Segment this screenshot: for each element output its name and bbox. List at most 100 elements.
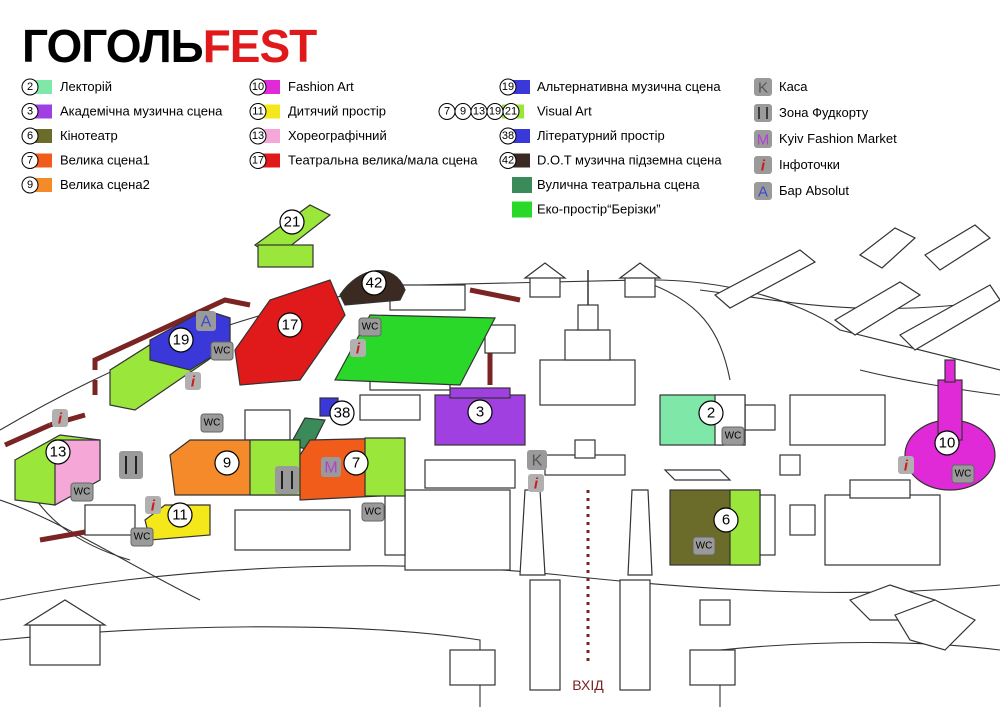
map-marker-38[interactable]: 38	[329, 400, 355, 426]
service-marker-A: A	[196, 311, 216, 331]
svg-text:WC: WC	[696, 541, 713, 552]
legend-item-2-circle	[21, 78, 39, 96]
legend-item-19-label: Альтернативна музична сцена	[537, 79, 721, 94]
legend-service-3-symbol: i	[761, 158, 766, 175]
legend-item-6-label: Кінотеатр	[60, 128, 118, 143]
map-marker-11[interactable]: 11	[167, 502, 193, 528]
info-point-icon: i	[52, 409, 68, 428]
legend-item-7-circle	[21, 152, 39, 169]
legend-item-9-circle	[21, 176, 39, 194]
legend-service-0-label: Каса	[779, 79, 808, 94]
wc-marker: WC	[721, 426, 745, 446]
info-point-icon: i	[185, 372, 201, 391]
background-buildings	[22, 224, 1000, 691]
legend-service-1-label: Зона Фудкорту	[779, 105, 869, 120]
map-marker-label: 19	[173, 332, 190, 349]
legend-item-17-number: 17	[252, 155, 264, 167]
svg-text:K: K	[532, 453, 543, 470]
service-marker-M: M	[321, 457, 341, 477]
legend-item-visual-9-number: 9	[460, 106, 466, 118]
legend-item-11-circle	[249, 103, 267, 120]
legend-item-38-label: Літературний простір	[537, 128, 665, 143]
legend-item-42-circle	[499, 152, 517, 169]
service-marker-K: K	[527, 450, 547, 470]
svg-text:A: A	[201, 314, 212, 331]
fork-knife-icon	[119, 451, 143, 479]
legend-service-4-label: Бар Absolut	[779, 183, 849, 198]
map-marker-label: 38	[334, 405, 351, 422]
legend-item-7-number: 7	[27, 155, 33, 167]
map-marker-17[interactable]: 17	[277, 312, 303, 338]
legend-item-street-label: Вулична театральна сцена	[537, 177, 700, 192]
legend-item-9-label: Велика сцена2	[60, 177, 150, 192]
map-marker-label: 13	[50, 444, 67, 461]
legend-item-visual-19-number: 19	[489, 106, 501, 118]
legend-service-2-box	[754, 130, 772, 148]
legend-item-10-label: Fashion Art	[288, 79, 354, 94]
legend-item-6-number: 6	[27, 130, 33, 142]
map-marker-3[interactable]: 3	[467, 399, 493, 425]
legend-item-38-circle	[499, 127, 517, 145]
svg-text:WC: WC	[214, 346, 231, 357]
legend-item-19: 19 Альтернативна музична сцена	[499, 78, 721, 96]
info-point-icon: i	[145, 496, 161, 515]
svg-text:WC: WC	[204, 418, 221, 429]
map-marker-42[interactable]: 42	[361, 270, 387, 296]
svg-text:i: i	[356, 341, 361, 358]
legend-item-10-circle	[249, 78, 267, 96]
svg-text:i: i	[151, 498, 156, 515]
legend-item-11-number: 11	[252, 106, 263, 118]
map-marker-2[interactable]: 2	[698, 400, 724, 426]
map-marker-7[interactable]: 7	[343, 450, 369, 476]
legend-item-2-label: Лекторій	[60, 79, 112, 94]
info-point-icon: i	[898, 456, 914, 475]
legend-item-3-number: 3	[27, 106, 33, 118]
legend-item-eco-label: Еко-простір“Берізки”	[537, 202, 661, 217]
legend-item-13-label: Хореографічний	[288, 128, 387, 143]
map-marker-9[interactable]: 9	[214, 450, 240, 476]
legend-item-3-circle	[21, 103, 39, 120]
svg-text:i: i	[58, 411, 63, 428]
legend-service-0-symbol: K	[758, 80, 768, 97]
legend-item-street: Вулична театральна сцена	[512, 177, 700, 193]
title-part1: ГОГОЛЬ	[22, 20, 203, 72]
map-marker-13[interactable]: 13	[45, 439, 71, 465]
map-marker-label: 17	[282, 317, 299, 334]
svg-text:WC: WC	[134, 532, 151, 543]
fork-knife-icon	[758, 107, 768, 119]
legend-service-3-label: Інфоточки	[779, 157, 840, 172]
legend-item-13-circle	[249, 127, 267, 145]
map-marker-19[interactable]: 19	[168, 327, 194, 353]
svg-text:WC: WC	[362, 322, 379, 333]
legend-item-eco-swatch	[512, 201, 532, 218]
map-marker-label: 3	[476, 404, 484, 421]
legend-service-3: i Інфоточки	[754, 156, 840, 175]
svg-text:i: i	[534, 476, 539, 493]
legend-service-3-box	[754, 156, 772, 174]
svg-text:WC: WC	[74, 487, 91, 498]
entrance-label: ВХІД	[572, 677, 604, 693]
map-marker-10[interactable]: 10	[934, 430, 960, 456]
map-marker-21[interactable]: 21	[279, 209, 305, 235]
legend-item-19-number: 19	[502, 81, 514, 93]
legend-item-17-circle	[249, 152, 267, 169]
wc-marker: WC	[951, 464, 975, 484]
legend-item-6: 6 Кінотеатр	[21, 127, 118, 145]
legend-service-1-box	[754, 104, 772, 122]
fork-knife-icon	[275, 466, 299, 494]
legend-item-visual-21-number: 21	[505, 106, 517, 118]
legend-item-10-number: 10	[252, 81, 264, 93]
wc-marker: WC	[130, 527, 154, 547]
map-marker-label: 2	[707, 405, 715, 422]
legend-item-6-circle	[21, 127, 39, 145]
svg-text:M: M	[324, 460, 337, 477]
map-marker-6[interactable]: 6	[713, 507, 739, 533]
map-marker-label: 6	[722, 512, 730, 529]
legend-service-0-box	[754, 78, 772, 96]
